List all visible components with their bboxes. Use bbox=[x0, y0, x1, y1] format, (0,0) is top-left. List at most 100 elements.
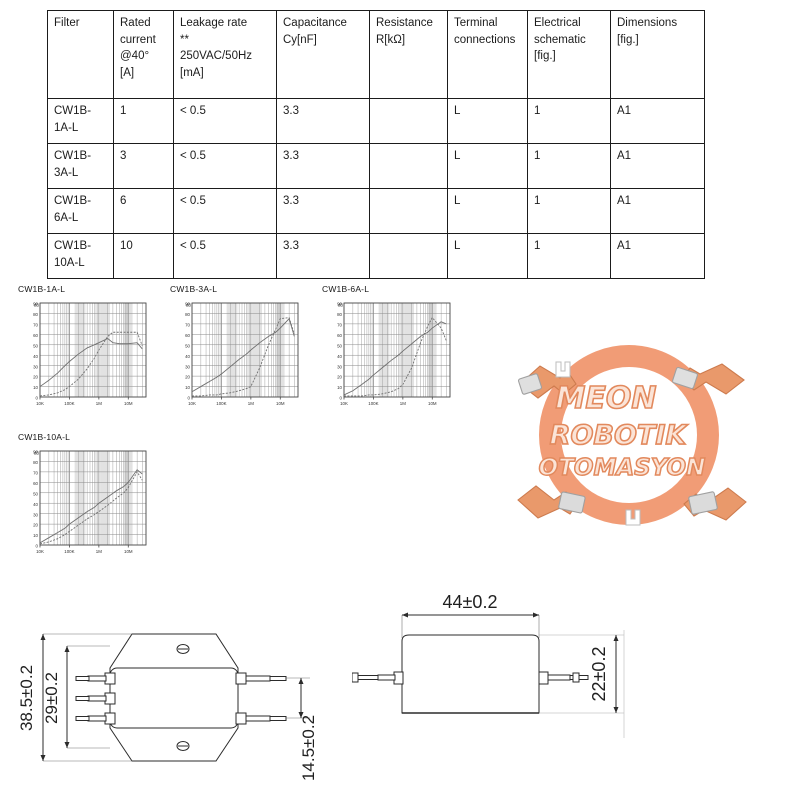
header-line: Capacitance bbox=[283, 17, 347, 29]
header-line: ** bbox=[180, 33, 189, 46]
cell-line: 10A-L bbox=[54, 256, 85, 269]
header-rated-current: Rated current @40° [A] bbox=[113, 10, 174, 99]
watermark-line-1: MEON bbox=[556, 381, 657, 416]
svg-text:50: 50 bbox=[33, 343, 38, 348]
cell-filter: CW1B- 6A-L bbox=[47, 188, 114, 234]
svg-text:10M: 10M bbox=[428, 401, 437, 406]
header-filter: Filter bbox=[47, 10, 114, 99]
front-view-graphic: 38.5±0.2 29±0.2 14.5±0.2 bbox=[17, 633, 318, 781]
header-line: Rated bbox=[120, 17, 151, 29]
table-row: CW1B- 6A-L 6 < 0.5 3.3 L 1 A1 bbox=[47, 188, 705, 234]
spec-table-body: CW1B- 1A-L 1 < 0.5 3.3 L 1 A1 CW1B- 3A-L… bbox=[47, 98, 705, 279]
cell-schematic: 1 bbox=[527, 188, 611, 234]
cell-line: CW1B- bbox=[54, 240, 92, 252]
header-leakage-rate: Leakage rate ** 250VAC/50Hz [mA] bbox=[173, 10, 277, 99]
svg-text:10: 10 bbox=[185, 385, 190, 390]
cell-line: CW1B- bbox=[54, 150, 92, 162]
cell-filter: CW1B- 10A-L bbox=[47, 233, 114, 279]
svg-text:dB: dB bbox=[34, 450, 39, 455]
terminal-left bbox=[75, 712, 116, 725]
header-resistance: Resistance R[kΩ] bbox=[369, 10, 448, 99]
svg-text:30: 30 bbox=[33, 364, 38, 369]
dim-label-width: 44±0.2 bbox=[443, 592, 498, 612]
cell-capacitance: 3.3 bbox=[276, 188, 370, 234]
cell-filter: CW1B- 3A-L bbox=[47, 143, 114, 189]
cell-schematic: 1 bbox=[527, 98, 611, 144]
cell-line: CW1B- bbox=[54, 105, 92, 117]
svg-text:20: 20 bbox=[33, 375, 38, 380]
header-line: Resistance bbox=[376, 17, 433, 29]
table-row: CW1B- 3A-L 3 < 0.5 3.3 L 1 A1 bbox=[47, 143, 705, 189]
svg-text:60: 60 bbox=[33, 333, 38, 338]
svg-text:10K: 10K bbox=[36, 549, 44, 554]
cell-resistance bbox=[369, 233, 448, 279]
cell-rated-current: 3 bbox=[113, 143, 174, 189]
svg-text:100K: 100K bbox=[64, 401, 74, 406]
svg-text:80: 80 bbox=[33, 460, 38, 465]
cell-dimensions: A1 bbox=[610, 143, 705, 189]
svg-text:0: 0 bbox=[340, 396, 343, 401]
drawing-front-view: 38.5±0.2 29±0.2 14.5±0.2 bbox=[10, 588, 350, 803]
spec-table: Filter Rated current @40° [A] Leakage ra… bbox=[47, 10, 705, 279]
body-profile bbox=[401, 634, 540, 714]
svg-text:0: 0 bbox=[36, 544, 39, 549]
cell-dimensions: A1 bbox=[610, 233, 705, 279]
table-row: CW1B- 10A-L 10 < 0.5 3.3 L 1 A1 bbox=[47, 233, 705, 279]
terminal-right bbox=[235, 672, 287, 685]
svg-text:80: 80 bbox=[33, 312, 38, 317]
header-line: Leakage rate bbox=[180, 17, 248, 29]
svg-text:20: 20 bbox=[337, 375, 342, 380]
svg-text:70: 70 bbox=[337, 322, 342, 327]
watermark-line-2: ROBOTIK bbox=[550, 420, 689, 451]
header-line: connections bbox=[454, 33, 516, 46]
header-line: [mA] bbox=[180, 66, 204, 79]
svg-text:90: 90 bbox=[33, 450, 38, 455]
header-terminal-connections: Terminal connections bbox=[447, 10, 528, 99]
svg-text:10M: 10M bbox=[124, 401, 133, 406]
dim-label-overall-height: 38.5±0.2 bbox=[17, 665, 36, 731]
terminal-left bbox=[75, 692, 116, 705]
header-line: schematic bbox=[534, 33, 586, 46]
header-line: Cy[nF] bbox=[283, 33, 317, 46]
cell-line: 3A-L bbox=[54, 166, 79, 179]
header-line: [fig.] bbox=[617, 33, 639, 46]
svg-text:1M: 1M bbox=[96, 549, 102, 554]
cell-dimensions: A1 bbox=[610, 188, 705, 234]
svg-text:100K: 100K bbox=[368, 401, 378, 406]
terminal-right bbox=[235, 712, 287, 725]
cell-terminal: L bbox=[447, 143, 528, 189]
svg-text:50: 50 bbox=[33, 491, 38, 496]
header-line: Terminal bbox=[454, 17, 498, 29]
watermark-meon-robotik: MEON ROBOTIK OTOMASYON bbox=[498, 322, 766, 570]
svg-text:dB: dB bbox=[186, 302, 191, 307]
cell-schematic: 1 bbox=[527, 233, 611, 279]
cell-rated-current: 1 bbox=[113, 98, 174, 144]
svg-text:90: 90 bbox=[33, 302, 38, 307]
spec-table-container: Filter Rated current @40° [A] Leakage ra… bbox=[47, 10, 705, 279]
spec-table-head: Filter Rated current @40° [A] Leakage ra… bbox=[47, 10, 705, 99]
svg-text:20: 20 bbox=[185, 375, 190, 380]
svg-text:10K: 10K bbox=[36, 401, 44, 406]
svg-text:dB: dB bbox=[338, 302, 343, 307]
header-line: Filter bbox=[54, 17, 80, 29]
side-view-graphic: 44±0.2 22±0.2 bbox=[351, 592, 625, 738]
cell-leakage: < 0.5 bbox=[173, 233, 277, 279]
cell-terminal: L bbox=[447, 233, 528, 279]
header-line: R[kΩ] bbox=[376, 33, 406, 46]
svg-text:20: 20 bbox=[33, 523, 38, 528]
cell-leakage: < 0.5 bbox=[173, 98, 277, 144]
svg-text:0: 0 bbox=[188, 396, 191, 401]
svg-text:10M: 10M bbox=[124, 549, 133, 554]
svg-text:60: 60 bbox=[33, 481, 38, 486]
svg-text:10: 10 bbox=[33, 533, 38, 538]
cell-schematic: 1 bbox=[527, 143, 611, 189]
cell-resistance bbox=[369, 188, 448, 234]
terminal-right bbox=[538, 671, 589, 685]
svg-text:80: 80 bbox=[185, 312, 190, 317]
svg-text:30: 30 bbox=[337, 364, 342, 369]
